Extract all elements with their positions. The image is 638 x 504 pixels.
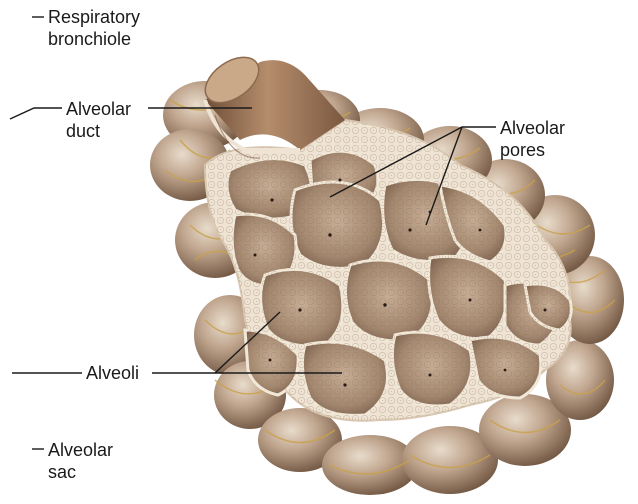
alveolar-pores-line2: pores bbox=[500, 140, 546, 160]
epithelial-texture bbox=[205, 120, 571, 421]
alveolar-duct-line1: Alveolar bbox=[66, 99, 132, 119]
respiratory-bronchiole-line1: Respiratory bbox=[48, 7, 141, 27]
alveolar-pore-dots bbox=[253, 178, 547, 387]
alveolar-duct-label: Alveolar duct bbox=[66, 98, 131, 142]
bronchiole-tube bbox=[203, 56, 345, 159]
alveolar-sac-line1: Alveolar bbox=[48, 440, 114, 460]
alveolar-sac-label: Alveolar sac bbox=[48, 439, 113, 483]
leader-lines bbox=[9, 16, 496, 450]
alveolar-pores-line1: Alveolar bbox=[500, 118, 566, 138]
respiratory-bronchiole-label: Respiratory bronchiole bbox=[48, 6, 140, 50]
alveolar-duct-line2: duct bbox=[66, 121, 101, 141]
alveolar-pores-label: Alveolar pores bbox=[500, 117, 565, 161]
alveoli-label: Alveoli bbox=[86, 362, 139, 384]
alveolar-sac-line2: sac bbox=[48, 462, 77, 482]
alveoli-line1: Alveoli bbox=[86, 363, 140, 383]
respiratory-bronchiole-line2: bronchiole bbox=[48, 29, 132, 49]
